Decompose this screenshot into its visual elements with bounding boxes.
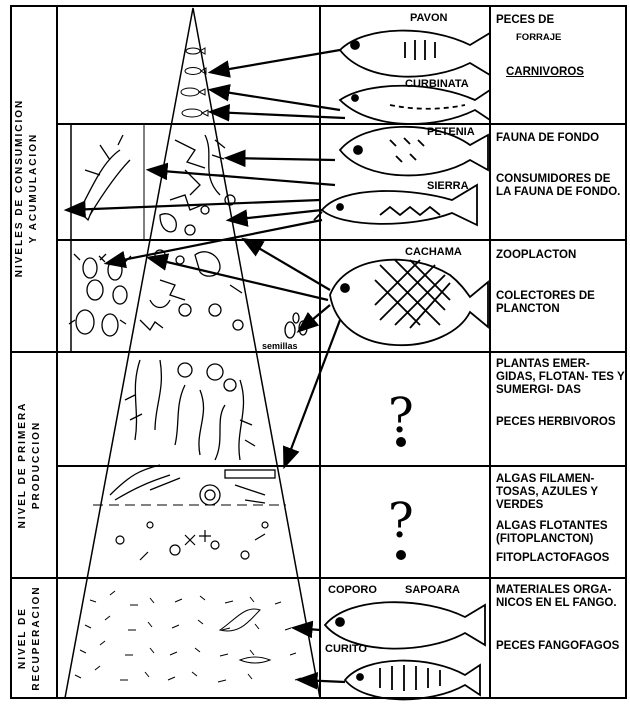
desc-algas-flotantes: ALGAS FLOTANTES (FITOPLANCTON) bbox=[496, 520, 608, 545]
desc-herbivoros: PECES HERBIVOROS bbox=[496, 416, 616, 428]
aquatic-plants bbox=[124, 359, 256, 461]
fish-name-sierra: SIERRA bbox=[427, 180, 469, 192]
fish-cachama-illustration bbox=[329, 258, 489, 347]
consumption-level-label: NIVELES DE CONSUMICION Y ACUMULACION bbox=[13, 88, 43, 288]
recovery-label-line1: NIVEL DE bbox=[17, 607, 28, 669]
fish-name-curbinata: CURBINATA bbox=[405, 78, 469, 90]
fish-curito-illustration bbox=[343, 659, 481, 701]
filamentous-algae bbox=[109, 464, 276, 506]
desc-peces-de: PECES DE bbox=[496, 14, 555, 26]
fish-name-cachama: CACHAMA bbox=[405, 246, 462, 258]
pyramid-outline bbox=[64, 7, 321, 699]
zooplankton-organisms bbox=[139, 249, 244, 332]
fish-coporo-illustration bbox=[323, 601, 486, 650]
feeding-arrows bbox=[63, 48, 346, 690]
primary-label-line1: NIVEL DE PRIMERA bbox=[17, 401, 28, 529]
question-mark-glyph: ? bbox=[388, 493, 414, 549]
fish-name-curito: CURITO bbox=[325, 643, 367, 655]
left-insect-icons bbox=[68, 253, 132, 337]
desc-materiales: MATERIALES ORGA- NICOS EN EL FANGO. bbox=[496, 584, 617, 609]
desc-fangofagos: PECES FANGOFAGOS bbox=[496, 640, 620, 652]
fish-petenia-illustration bbox=[338, 125, 489, 177]
primary-label-line2: PRODUCCION bbox=[31, 420, 42, 510]
question-mark-algae: ? bbox=[388, 497, 414, 545]
recovery-label-line2: RECUPERACION bbox=[31, 585, 42, 691]
mud-organic-matter bbox=[74, 590, 302, 683]
desc-zooplacton: ZOOPLACTON bbox=[496, 249, 577, 261]
desc-carnivoros: CARNIVOROS bbox=[506, 66, 584, 78]
fish-name-pavon: PAVON bbox=[410, 12, 448, 24]
desc-forraje: FORRAJE bbox=[516, 32, 562, 43]
desc-fitoplactofagos: FITOPLACTOFAGOS bbox=[496, 552, 610, 564]
fauna-bottom-organisms bbox=[159, 134, 236, 236]
fish-name-sapoara: SAPOARA bbox=[405, 584, 461, 596]
desc-plantas: PLANTAS EMER- GIDAS, FLOTAN- TES Y SUMER… bbox=[496, 358, 625, 396]
recovery-level-label: NIVEL DE RECUPERACION bbox=[16, 583, 46, 693]
seeds-label: semillas bbox=[262, 341, 298, 351]
fish-sierra-illustration bbox=[313, 183, 478, 227]
desc-colectores: COLECTORES DE PLANCTON bbox=[496, 290, 595, 315]
fish-name-coporo: COPORO bbox=[328, 584, 377, 596]
question-mark-herbivores: ? bbox=[388, 392, 414, 440]
question-dot-1 bbox=[396, 437, 406, 447]
consumption-label-line2: Y ACUMULACION bbox=[28, 132, 39, 244]
phytoplankton bbox=[115, 521, 269, 561]
consumption-label-line1: NIVELES DE CONSUMICION bbox=[14, 98, 25, 278]
fish-name-petenia: PETENIA bbox=[427, 126, 475, 138]
primary-production-label: NIVEL DE PRIMERA PRODUCCION bbox=[16, 390, 46, 540]
fish-curbinata-illustration bbox=[338, 84, 491, 125]
desc-algas-filamentosas: ALGAS FILAMEN- TOSAS, AZULES Y VERDES bbox=[496, 473, 598, 511]
desc-fauna-fondo: FAUNA DE FONDO bbox=[496, 132, 600, 144]
question-mark-glyph: ? bbox=[388, 388, 414, 444]
question-dot-2 bbox=[396, 550, 406, 560]
small-fish-icons bbox=[180, 47, 209, 118]
desc-consumidores: CONSUMIDORES DE LA FAUNA DE FONDO. bbox=[496, 173, 621, 198]
fish-pavon-illustration bbox=[338, 29, 491, 78]
